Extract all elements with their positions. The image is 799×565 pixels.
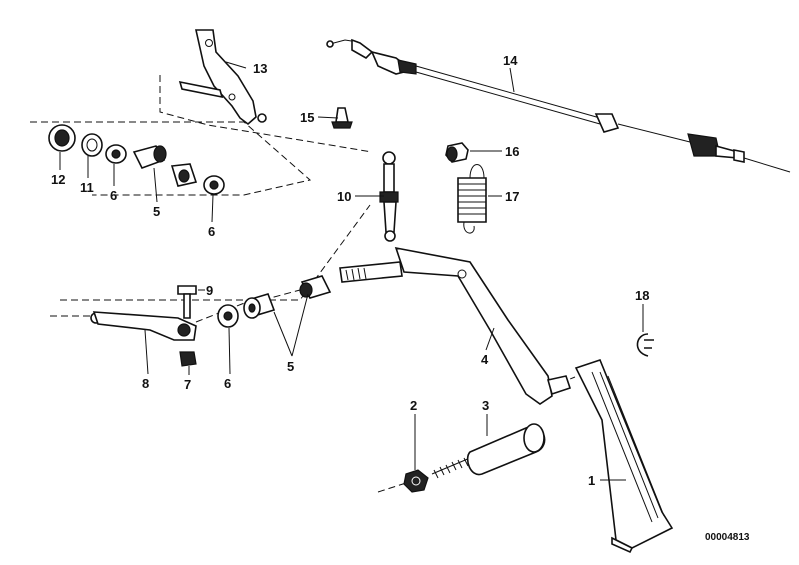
bracket-13: [178, 29, 267, 126]
upper-shaft-plane: [30, 121, 312, 196]
bearing-12: [48, 124, 76, 152]
leader-14: [509, 67, 515, 93]
bushing-16: [445, 142, 469, 163]
callout-3: 3: [482, 398, 489, 413]
callout-1: 1: [588, 473, 595, 488]
callout-15: 15: [300, 110, 314, 125]
washer-6-upper-left: [105, 144, 127, 164]
pedal-lever-4: [339, 246, 572, 405]
accelerator-cable-14: [326, 38, 791, 173]
accelerator-pedal-1: [574, 359, 674, 554]
nut-7: [179, 351, 197, 367]
pedal-stop-3: [431, 423, 546, 479]
leader-4: [485, 327, 495, 351]
washer-6-upper-right: [203, 175, 225, 195]
washer-11: [81, 133, 103, 157]
callout-7: 7: [184, 377, 191, 392]
callout-11: 11: [80, 180, 94, 195]
lever-8: [90, 311, 197, 341]
leader-13: [225, 61, 247, 69]
bushing-5-lower-left: [243, 293, 276, 319]
leader-6-upper-right: [211, 194, 214, 223]
callout-4: 4: [481, 352, 489, 367]
diagram-reference-number: 00004813: [705, 532, 750, 543]
callout-18: 18: [635, 288, 649, 303]
bushing-5-upper: [132, 145, 198, 187]
clip-18: [636, 333, 654, 357]
callout-6-upper-right: 6: [208, 224, 215, 239]
callout-8: 8: [142, 376, 149, 391]
leader-15: [317, 116, 339, 119]
callout-5-upper: 5: [153, 204, 160, 219]
upper-shaft-stack: [48, 124, 225, 195]
nut-2: [403, 469, 429, 493]
bushing-5-lower-right: [299, 275, 332, 299]
callout-16: 16: [505, 144, 519, 159]
return-spring-17: [457, 164, 487, 234]
leader-5-lower: [273, 293, 309, 357]
callout-12: 12: [51, 172, 65, 187]
leader-5-upper: [153, 167, 158, 203]
leader-8: [144, 329, 149, 375]
callout-2: 2: [410, 398, 417, 413]
callout-6-upper-left: 6: [110, 188, 117, 203]
callout-13: 13: [253, 61, 267, 76]
callout-6-lower: 6: [224, 376, 231, 391]
link-rod-10: [379, 151, 399, 242]
bracket-plane: [159, 75, 373, 153]
callout-10: 10: [337, 189, 351, 204]
callout-9: 9: [206, 283, 213, 298]
callout-5-lower: 5: [287, 359, 294, 374]
leader-6-lower: [228, 327, 231, 375]
lower-shaft-stack: [217, 275, 332, 328]
callout-17: 17: [505, 189, 519, 204]
lower-lever-plane: [60, 204, 371, 301]
washer-6-lower: [217, 304, 239, 328]
clip-15: [331, 107, 353, 129]
bolt-9: [177, 285, 197, 319]
callout-14: 14: [503, 53, 518, 68]
